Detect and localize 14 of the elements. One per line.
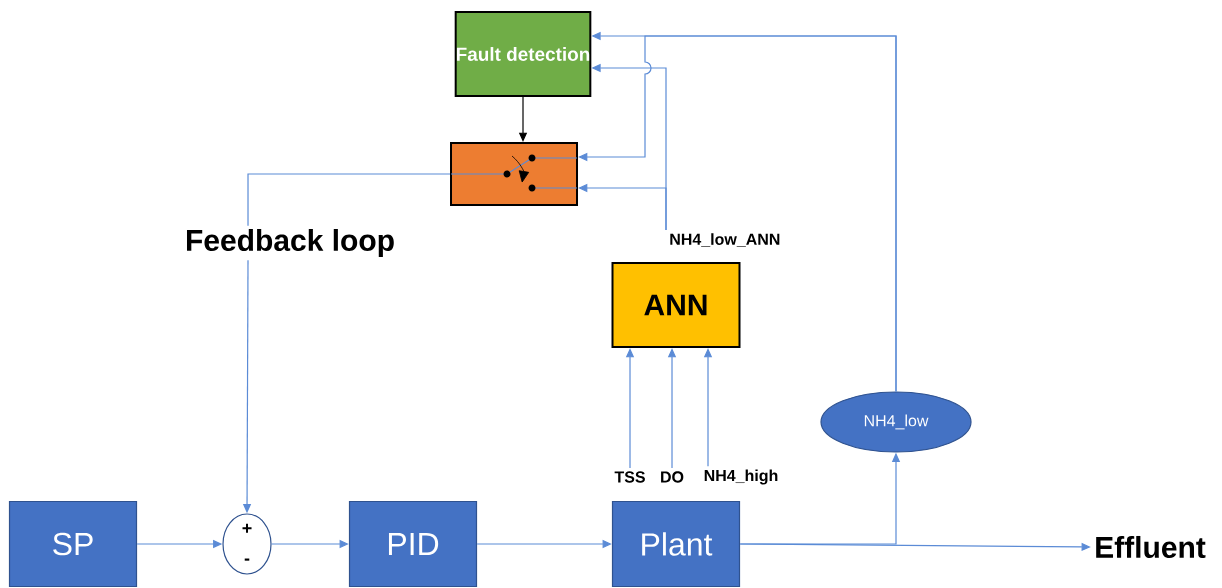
switch-box [450,142,578,206]
process-box: PID [348,500,478,588]
process-box: Plant [611,500,741,588]
signal-label: NH4_high [704,469,778,485]
connector-line [247,173,451,227]
output-label: Effluent [1096,535,1206,558]
signal-label: TSS [614,471,645,483]
process-box: SP [8,500,138,588]
signal-label: NH4_low_ANN [670,233,780,247]
summing-junction: + - [222,513,272,575]
signal-label: DO [661,471,684,483]
loop-label: Feedback loop [187,229,394,257]
process-box: Fault detection [454,11,592,97]
process-box: ANN [611,262,741,348]
